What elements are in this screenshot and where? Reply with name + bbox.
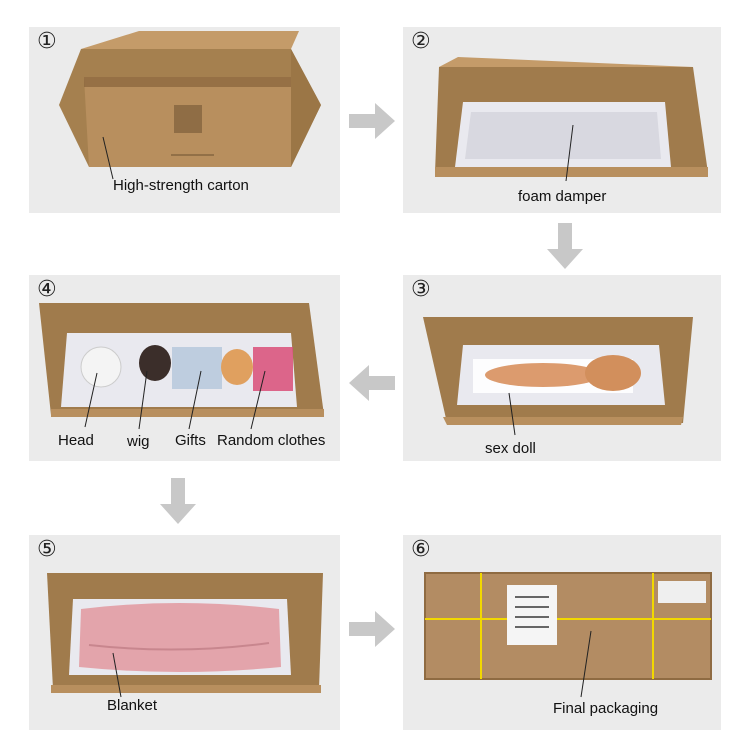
high-strength-carton-label: High-strength carton	[113, 177, 249, 194]
step-6-number: ⑥	[411, 537, 431, 562]
step-5-number: ⑤	[37, 537, 57, 562]
blanket-in-carton-image	[47, 573, 323, 698]
blanket-label: Blanket	[107, 697, 158, 714]
doll-in-carton-image	[423, 317, 693, 436]
head-label: Head	[58, 432, 94, 449]
arrow-right-icon	[349, 103, 395, 139]
accessories-in-carton-image	[39, 303, 324, 430]
arrow-down-icon	[547, 223, 583, 269]
foam-lined-carton-image	[435, 57, 708, 182]
arrow-down-icon	[160, 478, 196, 524]
arrow-right-icon	[349, 611, 395, 647]
step-2-panel: ② foam damper	[403, 27, 721, 213]
final-packaging-label: Final packaging	[553, 700, 659, 717]
step-4-panel: ④ Head wig Gifts Random clothes	[29, 275, 340, 461]
foam-damper-label: foam damper	[518, 188, 607, 205]
sealed-carton-image	[424, 572, 712, 698]
step-5-panel: ⑤ Blanket	[29, 535, 340, 730]
step-6-panel: ⑥ Final packaging	[403, 535, 721, 730]
arrow-left-icon	[349, 365, 395, 401]
step-3-panel: ③ sex doll	[403, 275, 721, 461]
step-1-panel: ① High-strength carton	[29, 27, 340, 213]
step-3-number: ③	[411, 277, 431, 302]
wig-label: wig	[127, 433, 150, 450]
open-carton-image	[59, 31, 321, 180]
random-clothes-label: Random clothes	[217, 432, 326, 449]
step-1-number: ①	[37, 29, 57, 54]
sex-doll-label: sex doll	[485, 440, 536, 457]
gifts-label: Gifts	[175, 432, 206, 449]
step-2-number: ②	[411, 29, 431, 54]
step-4-number: ④	[37, 277, 57, 302]
